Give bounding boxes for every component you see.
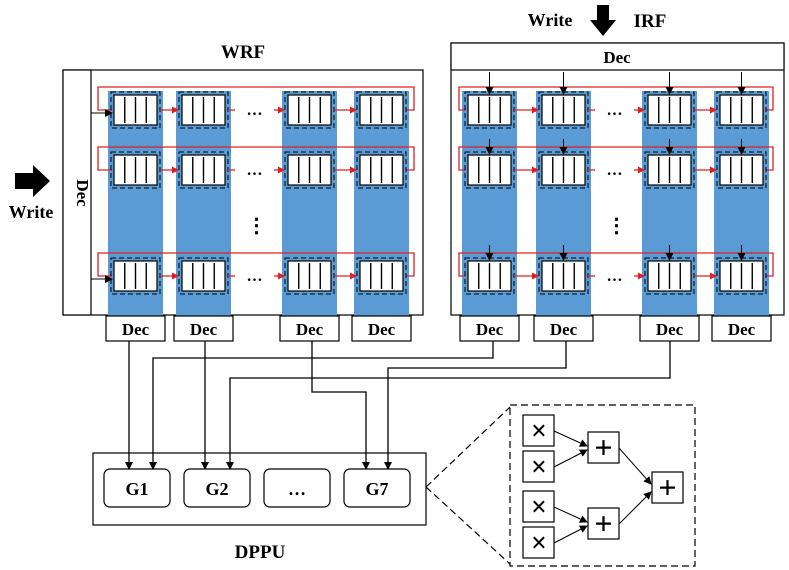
routing-wire [149,341,494,470]
tree-link [553,525,588,544]
column-decoder [105,315,166,342]
column-decoder [639,315,700,342]
zoom-line-bottom [425,486,511,565]
multiplier-icon: × [531,528,547,559]
write-top-label: Write [528,10,573,30]
routing-wire [384,341,567,470]
write-top-indicator: Write [528,5,616,36]
row-ellipsis: … [247,102,263,119]
multiplier-box [522,414,555,447]
cell-dashed-frame [356,91,407,129]
row-ellipsis: … [607,162,623,179]
column-decoder-label: Dec [368,320,396,339]
adder-icon: + [594,505,612,541]
dppu-unit-label: G7 [365,479,388,499]
dppu-unit [103,468,171,508]
multiplier-icon: × [531,452,547,483]
cell-dashed-frame [356,257,407,295]
dppu-unit-label: G2 [205,479,228,499]
dppu-unit-label: … [288,479,306,499]
irf-column-decoder-label: Dec [603,48,631,67]
cell-dashed-frame [356,151,407,189]
irf-title: IRF [634,11,667,32]
write-top-arrow-icon [590,5,616,36]
red-loop-path [97,146,415,171]
column-decoder-label: Dec [728,320,756,339]
multiplier-box [522,450,555,483]
row-ellipsis: … [607,102,623,119]
row-ellipsis: … [247,268,263,285]
dppu-title: DPPU [235,542,286,563]
adder-box [587,507,620,540]
multiplier-icon: × [531,416,547,447]
dppu-outer-box [92,452,427,526]
column-decoder [173,315,234,342]
column-decoder-label: Dec [122,320,150,339]
column-vdots: ⋮ [247,215,267,237]
dppu-block: DPPU G1 G2 … G7 [92,452,427,563]
column-decoder [711,315,772,342]
adder-icon: + [658,469,676,505]
irf-column-decoder [450,42,785,71]
column-decoder-label: Dec [476,320,504,339]
multiplier-icon: × [531,492,547,523]
multiplier-box [522,526,555,559]
dppu-unit [263,468,331,508]
write-left-arrow-icon [15,165,50,197]
tree-link [553,506,588,523]
tree-link [553,449,588,468]
column-decoder [351,315,412,342]
column-decoder [279,315,340,342]
red-loop-path [97,86,415,111]
adder-tree-frame [509,404,696,567]
red-loop-path [458,86,774,111]
red-loop-path [458,252,774,277]
column-decoder-label: Dec [190,320,218,339]
red-loop-path [458,146,774,171]
routing-wire [226,341,671,470]
tree-link [618,491,652,525]
column-decoder-label: Dec [550,320,578,339]
routing-wires [125,341,671,470]
dppu-unit [183,468,251,508]
routing-wire [311,341,370,470]
tree-link [553,430,588,447]
column-vdots: ⋮ [607,215,627,237]
tree-link [618,447,652,485]
wrf-row-decoder [62,69,92,316]
column-decoder-label: Dec [296,320,324,339]
red-loop-path [97,252,415,277]
row-ellipsis: … [607,268,623,285]
write-left-indicator: Write [9,165,54,222]
adder-box [651,471,684,504]
dppu-unit-label: G1 [125,479,148,499]
wrf-row-decoder-label: Dec [73,179,92,207]
write-left-label: Write [9,202,54,222]
adder-icon: + [594,429,612,465]
dppu-unit [343,468,411,508]
column-decoder-label: Dec [656,320,684,339]
zoom-line-top [425,406,511,488]
wrf-title: WRF [221,42,265,63]
adder-tree: × × × × + + + [425,404,696,567]
adder-box [587,431,620,464]
column-decoder [459,315,520,342]
row-ellipsis: … [247,162,263,179]
column-decoder [533,315,594,342]
multiplier-box [522,490,555,523]
